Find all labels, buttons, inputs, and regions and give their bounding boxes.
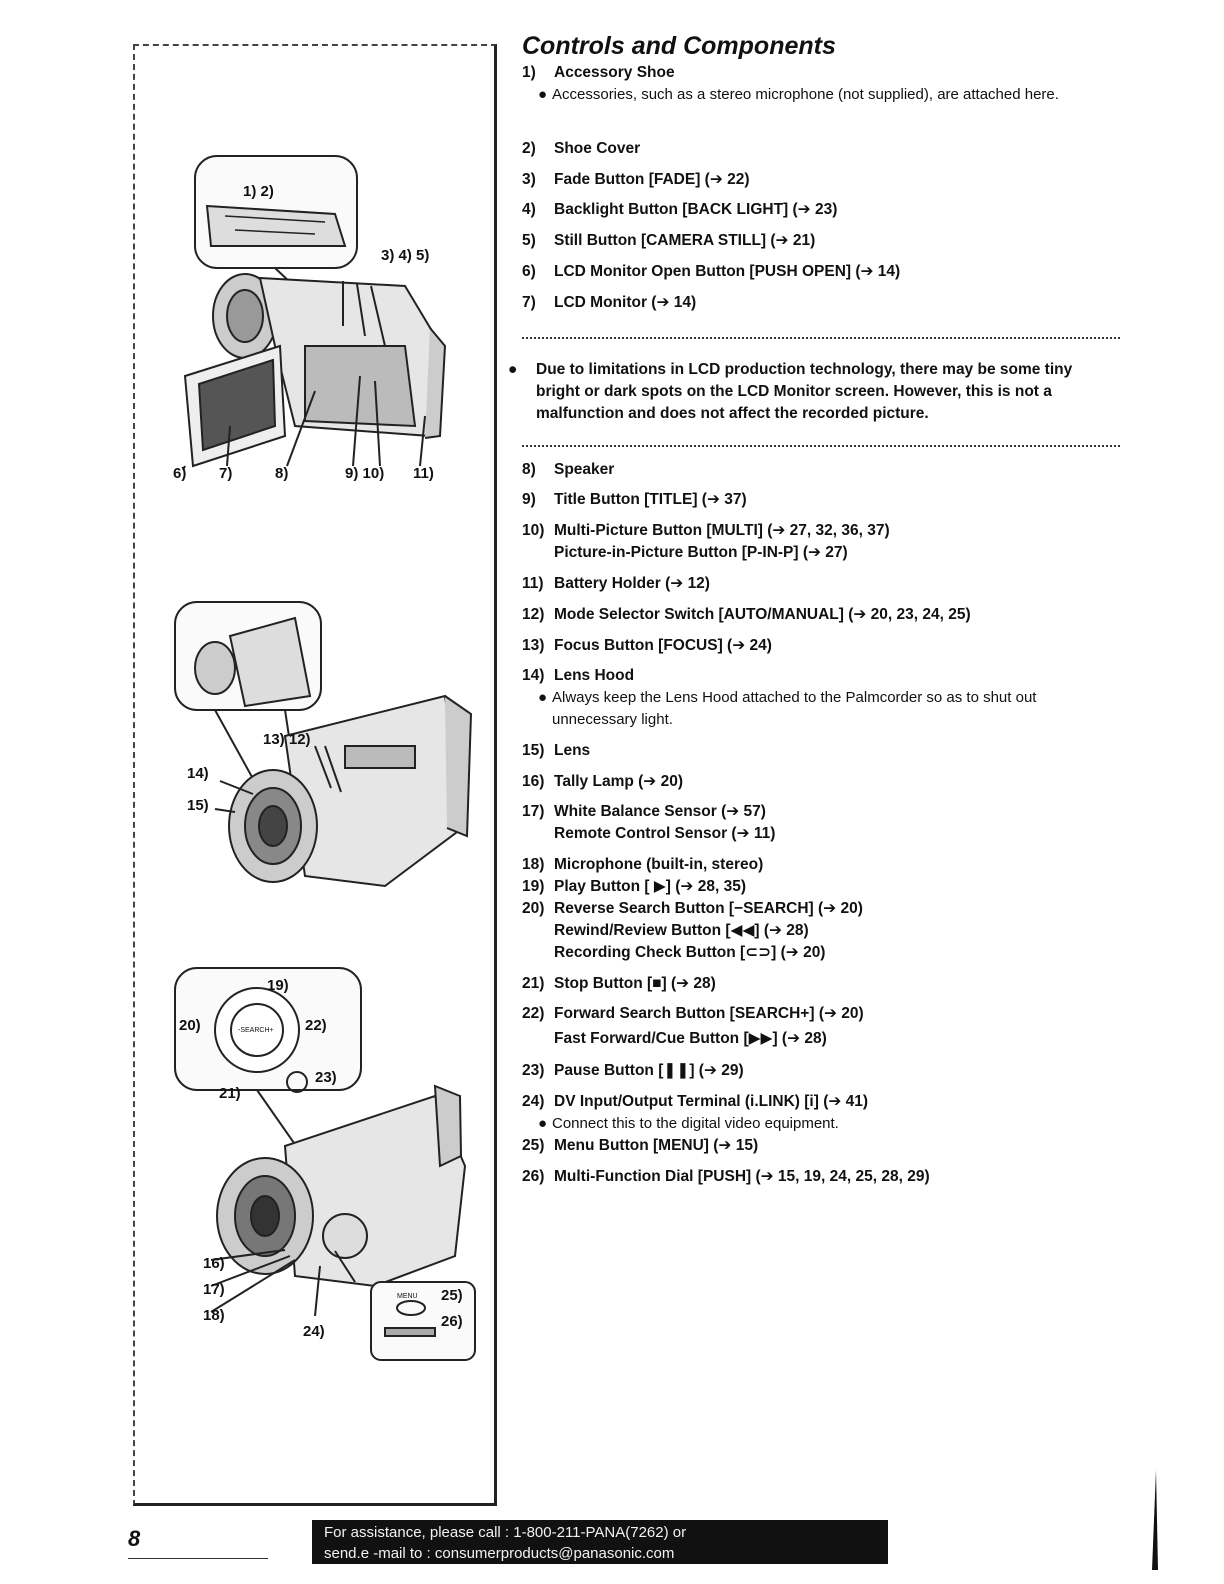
lcd-warning-box: ●Due to limitations in LCD production te… [508,337,1120,447]
label-26: 26) [441,1313,463,1330]
item-3: 3)Fade Button [FADE] (➔ 22) [522,171,750,188]
page-edge-mark [1152,1470,1158,1570]
label-16: 16) [203,1255,225,1272]
item-1-note: ●Accessories, such as a stereo microphon… [538,86,1059,103]
label-25: 25) [441,1287,463,1304]
label-20: 20) [179,1017,201,1034]
item-9: 9)Title Button [TITLE] (➔ 37) [522,491,747,508]
item-6: 6)LCD Monitor Open Button [PUSH OPEN] (➔… [522,263,901,280]
item-16: 16)Tally Lamp (➔ 20) [522,773,683,790]
item-12: 12)Mode Selector Switch [AUTO/MANUAL] (➔… [522,606,971,623]
item-14: 14)Lens Hood ●Always keep the Lens Hood … [522,665,1122,731]
label-19: 19) [267,977,289,994]
components-list: Controls and Components 1)Accessory Shoe… [508,30,1122,1185]
menu-label: MENU [397,1293,418,1300]
item-22: 22)Forward Search Button [SEARCH+] (➔ 20… [522,1005,864,1047]
item-18: 18)Microphone (built-in, stereo) [522,856,764,873]
label-23: 23) [315,1069,337,1086]
label-18: 18) [203,1307,225,1324]
label-14: 14) [187,765,209,782]
figure-top-view [182,155,447,471]
item-24: 24)DV Input/Output Terminal (i.LINK) [i]… [522,1091,1122,1135]
page-number: 8 [128,1526,141,1551]
label-15: 15) [187,797,209,814]
item-14-note: ●Always keep the Lens Hood attached to t… [538,689,1037,728]
figure-dial-view [174,967,476,1361]
page-title: Controls and Components [522,32,836,60]
search-dial-label: -SEARCH+ [238,1027,274,1034]
item-4: 4)Backlight Button [BACK LIGHT] (➔ 23) [522,201,838,218]
item-25: 25)Menu Button [MENU] (➔ 15) [522,1137,759,1154]
item-15: 15)Lens [522,742,591,759]
label-1-2: 1) 2) [243,183,274,200]
item-26: 26)Multi-Function Dial [PUSH] (➔ 15, 19,… [522,1168,930,1185]
label-21: 21) [219,1085,241,1102]
item-8: 8)Speaker [522,461,615,478]
item-11: 11)Battery Holder (➔ 12) [522,575,710,592]
label-13-12: 13) 12) [263,731,311,748]
page-number-rule [128,1558,268,1559]
item-24-note: ●Connect this to the digital video equip… [538,1115,839,1132]
item-21: 21)Stop Button [■] (➔ 28) [522,975,716,992]
label-22: 22) [305,1017,327,1034]
camcorder-illustrations: 1) 2) 3) 4) 5) 6) 7) 8) 9) 10) 11) 13) 1… [173,155,476,1361]
lcd-warning-text: Due to limitations in LCD production tec… [536,361,1073,422]
item-17: 17)White Balance Sensor (➔ 57) Remote Co… [522,803,776,842]
item-23: 23)Pause Button [❚❚] (➔ 29) [522,1062,744,1079]
label-17: 17) [203,1281,225,1298]
item-20: 20)Reverse Search Button [−SEARCH] (➔ 20… [522,900,863,961]
footer-phone-line: For assistance, please call : 1-800-211-… [324,1524,687,1541]
footer-email-line: send.e -mail to : consumerproducts@panas… [324,1545,675,1562]
item-1: 1)Accessory Shoe ●Accessories, such as a… [522,62,1122,106]
item-7: 7)LCD Monitor (➔ 14) [522,294,697,311]
label-3-4-5: 3) 4) 5) [381,247,429,264]
item-5: 5)Still Button [CAMERA STILL] (➔ 21) [522,232,816,249]
assistance-footer: For assistance, please call : 1-800-211-… [312,1520,888,1564]
label-7: 7) [219,465,232,482]
figure-front-view [174,601,473,888]
item-2: 2)Shoe Cover [522,140,641,157]
label-11: 11) [413,465,434,482]
item-13: 13)Focus Button [FOCUS] (➔ 24) [522,637,772,654]
figure-panel: 1) 2) 3) 4) 5) 6) 7) 8) 9) 10) 11) 13) 1… [133,44,497,1506]
label-9-10: 9) 10) [345,465,384,482]
label-6: 6) [173,465,186,482]
label-8: 8) [275,465,288,482]
label-24: 24) [303,1323,325,1340]
item-19: 19)Play Button [ ▶] (➔ 28, 35) [522,878,746,895]
item-10: 10)Multi-Picture Button [MULTI] (➔ 27, 3… [522,522,890,561]
